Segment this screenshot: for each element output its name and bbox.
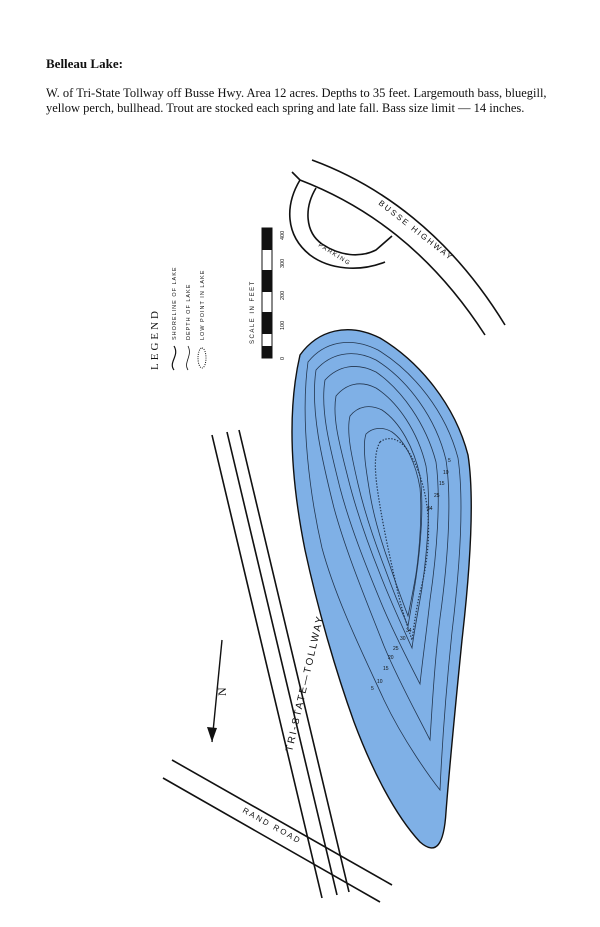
legend: LEGEND SHORELINE OF LAKE DEPTH OF LAKE L… xyxy=(149,266,207,371)
busse-highway xyxy=(299,159,506,336)
depth-label-5: 5 xyxy=(371,686,374,692)
depth-label-30: 30 xyxy=(400,636,406,642)
depth-label-34: 34 xyxy=(406,628,412,634)
scale-bar: SCALE IN FEET 0 100 200 300 400 xyxy=(250,227,286,360)
depth-label-25b: 25 xyxy=(434,493,440,499)
depth-contour-15 xyxy=(323,366,439,686)
depth-label-20: 20 xyxy=(388,655,394,661)
scale-tick-100: 100 xyxy=(280,321,286,330)
legend-depth-label: DEPTH OF LAKE xyxy=(186,284,192,340)
lake-shoreline xyxy=(291,329,473,849)
north-label: N xyxy=(215,687,229,696)
scale-tick-200: 200 xyxy=(280,291,286,300)
legend-shoreline: SHORELINE OF LAKE xyxy=(171,266,178,371)
legend-heading: LEGEND xyxy=(149,308,161,370)
depth-label-5b: 5 xyxy=(448,458,451,464)
north-arrow: N xyxy=(207,639,229,743)
legend-depth: DEPTH OF LAKE xyxy=(186,284,192,371)
legend-shoreline-label: SHORELINE OF LAKE xyxy=(172,266,178,340)
scale-tick-0: 0 xyxy=(280,357,286,360)
rand-road xyxy=(162,759,393,903)
depth-contour-10 xyxy=(314,353,450,742)
scale-label: SCALE IN FEET xyxy=(250,280,256,344)
depth-label-34b: 34 xyxy=(427,506,433,512)
low-point-34 xyxy=(374,438,430,641)
legend-low-point: LOW POINT IN LAKE xyxy=(197,270,207,369)
belleau-lake: 5 10 15 20 25 30 34 5 10 15 25 34 xyxy=(291,329,473,849)
depth-label-25: 25 xyxy=(393,646,399,652)
depth-contour-20 xyxy=(334,383,429,650)
parking-lot xyxy=(289,171,393,269)
depth-label-15: 15 xyxy=(383,666,389,672)
depth-contour-30 xyxy=(363,428,422,618)
scale-tick-300: 300 xyxy=(280,259,286,268)
legend-low-point-label: LOW POINT IN LAKE xyxy=(200,270,206,340)
scale-tick-400: 400 xyxy=(280,231,286,240)
depth-contour-5 xyxy=(304,342,462,792)
depth-label-15b: 15 xyxy=(439,481,445,487)
parking-label: PARKING xyxy=(317,243,352,268)
depth-label-10b: 10 xyxy=(443,470,449,476)
depth-contour-25 xyxy=(348,406,423,628)
tri-state-tollway xyxy=(211,429,350,899)
page-title: Belleau Lake: xyxy=(46,56,123,71)
lake-description: W. of Tri-State Tollway off Busse Hwy. A… xyxy=(46,86,547,115)
depth-label-10: 10 xyxy=(377,679,383,685)
